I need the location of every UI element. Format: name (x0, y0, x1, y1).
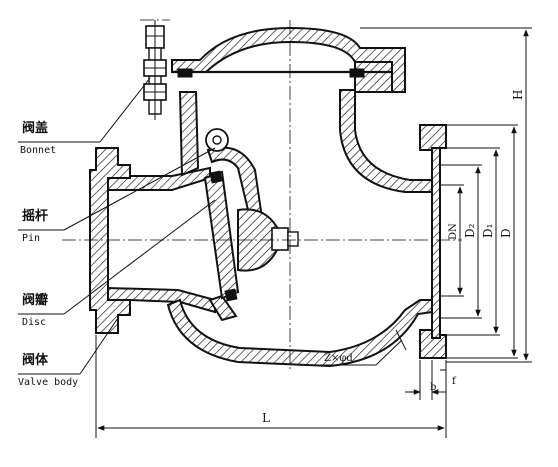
bonnet-label-cn: 阀盖 (22, 120, 48, 136)
bonnet-label-en: Bonnet (20, 145, 56, 156)
body-left-wall (178, 91, 200, 177)
gasket-left (177, 68, 193, 78)
valve-body-section (89, 89, 447, 368)
disc-nut (271, 227, 289, 251)
dim-D: D (499, 228, 513, 238)
dim-D1: D₁ (481, 224, 495, 238)
disc-assembly (203, 128, 299, 302)
disc (203, 170, 240, 300)
left-flange (89, 147, 131, 334)
gasket-right (349, 68, 365, 78)
dim-H: H (511, 90, 525, 100)
dim-bolts: Z×φd (324, 353, 353, 364)
dim-f: f (452, 376, 457, 387)
disc-seal-top (209, 170, 223, 184)
disc-seal-bottom (224, 288, 238, 302)
disc-label-en: Disc (22, 317, 46, 328)
seat-ring (208, 294, 238, 322)
bonnet-dome (171, 26, 406, 93)
right-inner-wall (431, 147, 441, 339)
bonnet-bolt (143, 20, 167, 120)
label-leaders (18, 77, 216, 375)
disc-label-cn: 阀瓣 (22, 292, 48, 308)
dim-D2: D₂ (463, 223, 477, 238)
bonnet-section (143, 20, 406, 120)
dimension-lines (95, 27, 532, 438)
body-right-elbow (339, 89, 433, 193)
dim-b: b (430, 382, 436, 393)
dim-DN: DN (448, 223, 459, 240)
dim-L: L (262, 411, 270, 425)
body-lower-shell (166, 298, 433, 368)
pin-label-en: Pin (22, 233, 40, 244)
body-label-cn: 阀体 (22, 352, 49, 368)
body-label-en: Valve body (18, 377, 78, 388)
pin-label-cn: 摇杆 (22, 208, 48, 224)
pin-hole (212, 135, 222, 145)
disc-nut-tip (287, 231, 299, 247)
